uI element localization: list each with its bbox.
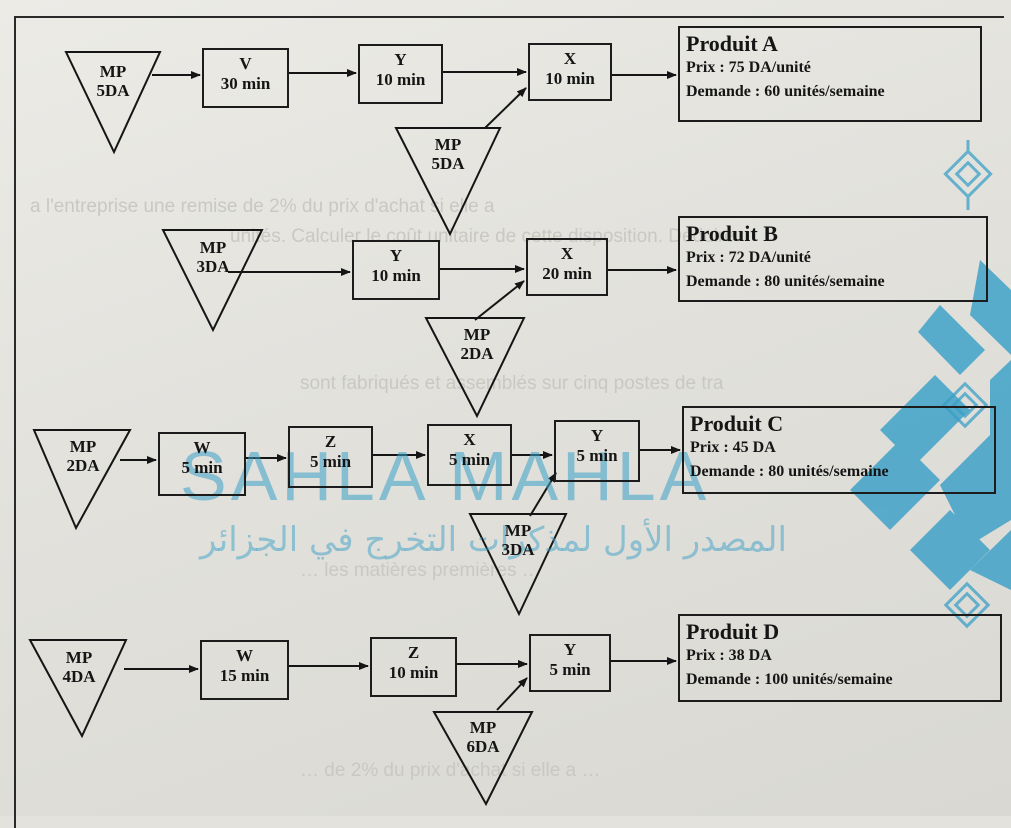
machine-time: 20 min bbox=[528, 264, 606, 284]
arrow-b-mp-x bbox=[475, 281, 524, 320]
machine-box-a-x: X 10 min bbox=[528, 43, 612, 101]
machine-name: W bbox=[202, 642, 287, 666]
product-demand: Demande : 80 unités/semaine bbox=[686, 270, 986, 294]
product-title: Produit C bbox=[690, 412, 994, 436]
product-title: Produit B bbox=[686, 222, 986, 246]
machine-box-b-x: X 20 min bbox=[526, 238, 608, 296]
machine-time: 10 min bbox=[530, 69, 610, 89]
machine-time: 5 min bbox=[556, 446, 638, 466]
product-price: Prix : 75 DA/unité bbox=[686, 56, 980, 80]
machine-time: 5 min bbox=[531, 660, 609, 680]
product-box-d: Produit D Prix : 38 DA Demande : 100 uni… bbox=[678, 614, 1002, 702]
product-box-c: Produit C Prix : 45 DA Demande : 80 unit… bbox=[682, 406, 996, 494]
machine-name: Y bbox=[360, 46, 441, 70]
machine-name: X bbox=[429, 426, 510, 450]
arrow-a-mp-x bbox=[485, 88, 526, 128]
machine-time: 5 min bbox=[290, 452, 371, 472]
machine-name: X bbox=[530, 45, 610, 69]
machine-box-c-w: W 5 min bbox=[158, 432, 246, 496]
machine-name: X bbox=[528, 240, 606, 264]
product-box-a: Produit A Prix : 75 DA/unité Demande : 6… bbox=[678, 26, 982, 122]
machine-name: Z bbox=[372, 639, 455, 663]
product-title: Produit D bbox=[686, 620, 1000, 644]
machine-box-d-w: W 15 min bbox=[200, 640, 289, 700]
product-price: Prix : 45 DA bbox=[690, 436, 994, 460]
product-demand: Demande : 100 unités/semaine bbox=[686, 668, 1000, 692]
product-price: Prix : 72 DA/unité bbox=[686, 246, 986, 270]
machine-box-d-y: Y 5 min bbox=[529, 634, 611, 692]
machine-name: Y bbox=[556, 422, 638, 446]
machine-box-c-x: X 5 min bbox=[427, 424, 512, 486]
machine-name: Z bbox=[290, 428, 371, 452]
machine-name: W bbox=[160, 434, 244, 458]
machine-time: 10 min bbox=[360, 70, 441, 90]
machine-time: 15 min bbox=[202, 666, 287, 686]
machine-time: 30 min bbox=[204, 74, 287, 94]
product-price: Prix : 38 DA bbox=[686, 644, 1000, 668]
machine-box-a-y: Y 10 min bbox=[358, 44, 443, 104]
machine-box-a-v: V 30 min bbox=[202, 48, 289, 108]
machine-box-b-y: Y 10 min bbox=[352, 240, 440, 300]
machine-time: 5 min bbox=[160, 458, 244, 478]
machine-time: 10 min bbox=[354, 266, 438, 286]
machine-time: 10 min bbox=[372, 663, 455, 683]
machine-name: Y bbox=[531, 636, 609, 660]
machine-time: 5 min bbox=[429, 450, 510, 470]
product-title: Produit A bbox=[686, 32, 980, 56]
machine-box-d-z: Z 10 min bbox=[370, 637, 457, 697]
machine-box-c-y: Y 5 min bbox=[554, 420, 640, 482]
product-box-b: Produit B Prix : 72 DA/unité Demande : 8… bbox=[678, 216, 988, 302]
product-demand: Demande : 60 unités/semaine bbox=[686, 80, 980, 104]
machine-name: Y bbox=[354, 242, 438, 266]
product-demand: Demande : 80 unités/semaine bbox=[690, 460, 994, 484]
arrow-d-mp-y bbox=[497, 678, 527, 710]
machine-name: V bbox=[204, 50, 287, 74]
machine-box-c-z: Z 5 min bbox=[288, 426, 373, 488]
